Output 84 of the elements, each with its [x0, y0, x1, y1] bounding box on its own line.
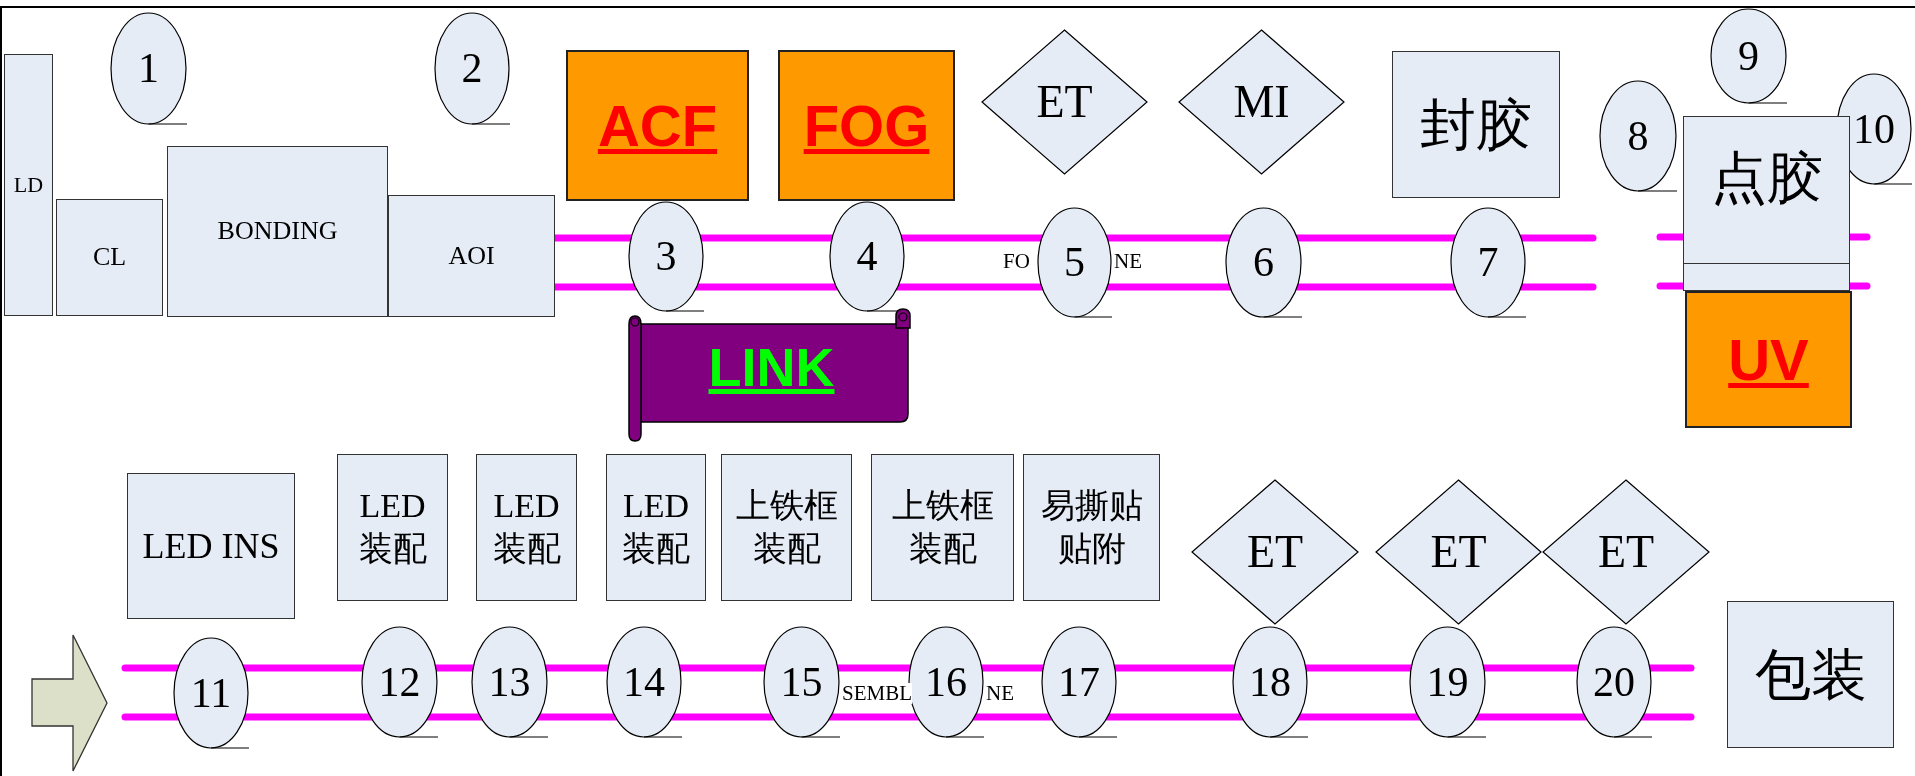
process-label: 点胶 — [1710, 146, 1823, 211]
decision-diamond — [1178, 29, 1345, 175]
line-name-fragment: SEMBL — [842, 683, 912, 704]
callout-circle — [110, 12, 187, 125]
callout-circle — [471, 626, 548, 738]
banner-label: LINK — [708, 338, 835, 398]
process-box — [1392, 51, 1560, 198]
decision-label: ET — [1246, 525, 1304, 580]
process-label: 上铁框装配 — [890, 486, 995, 569]
process-label: LED 装配 — [491, 486, 562, 569]
callout-circle — [606, 626, 682, 738]
process-box — [476, 454, 577, 601]
process-box — [56, 199, 163, 316]
callout-number: 15 — [780, 657, 823, 707]
decision-diamond — [1542, 479, 1710, 625]
decision-label: ET — [1597, 525, 1655, 580]
process-label: 上铁框装配 — [734, 486, 839, 569]
callout-number: 7 — [1477, 238, 1499, 288]
process-label: 封胶 — [1420, 92, 1532, 158]
callout-number: 10 — [1853, 104, 1895, 154]
process-label: LD — [13, 171, 44, 199]
process-label: CL — [92, 241, 127, 274]
callout-circle — [1037, 207, 1112, 318]
callout-number: 1 — [138, 44, 159, 94]
callout-number: 12 — [378, 657, 421, 707]
callout-circle — [1225, 207, 1302, 318]
callout-circle — [434, 12, 510, 125]
callout-circle — [173, 637, 249, 749]
callout-circle — [1710, 8, 1787, 104]
process-box — [721, 454, 852, 601]
callout-number: 11 — [190, 668, 232, 718]
callout-number: 14 — [623, 657, 665, 707]
decision-diamond — [981, 29, 1148, 175]
callout-number: 20 — [1593, 657, 1635, 707]
process-box — [127, 473, 295, 619]
callout-number: 9 — [1738, 31, 1759, 81]
decision-diamond — [1191, 479, 1359, 625]
callout-number: 18 — [1249, 657, 1291, 707]
decision-label: ET — [1430, 525, 1487, 580]
callout-number: 3 — [655, 232, 677, 282]
process-box — [871, 454, 1014, 601]
callout-number: 2 — [461, 44, 483, 94]
callout-number: 4 — [856, 232, 878, 282]
station-label: ACF — [597, 93, 718, 158]
process-label: BONDING — [217, 215, 338, 248]
process-box — [4, 54, 53, 316]
process-label: 易撕贴贴附 — [1039, 486, 1144, 569]
callout-circle — [1409, 626, 1486, 738]
callout-circle — [1599, 80, 1677, 192]
process-box — [167, 146, 388, 317]
callout-circle — [361, 626, 438, 738]
station-box — [1685, 291, 1852, 428]
decision-label: ET — [1036, 75, 1093, 130]
callout-circle — [1450, 207, 1526, 318]
decision-label: MI — [1233, 75, 1290, 130]
process-label: LED 装配 — [357, 486, 428, 569]
process-label: AOI — [448, 239, 495, 272]
callout-circle — [829, 201, 905, 312]
callout-circle — [628, 201, 704, 312]
callout-circle — [1576, 626, 1652, 738]
process-label: 包装 — [1754, 642, 1867, 708]
callout-number: 13 — [488, 657, 531, 707]
process-label: LED INS — [142, 524, 280, 568]
callout-number: 16 — [925, 657, 967, 707]
callout-number: 5 — [1064, 238, 1085, 288]
callout-number: 17 — [1058, 657, 1100, 707]
callout-number: 8 — [1627, 111, 1649, 161]
process-label: LED 装配 — [621, 486, 691, 569]
callout-number: 6 — [1253, 238, 1274, 288]
process-box — [1727, 601, 1894, 748]
callout-circle — [1041, 626, 1117, 738]
process-box — [1683, 116, 1850, 291]
callout-number: 19 — [1426, 657, 1469, 707]
decision-diamond — [1375, 479, 1542, 625]
callout-circle — [1232, 626, 1308, 738]
callout-circle — [763, 626, 840, 738]
process-box — [337, 454, 448, 601]
station-label: FOG — [803, 93, 930, 158]
process-box — [1023, 454, 1160, 601]
station-box — [566, 50, 749, 201]
process-box — [388, 195, 555, 317]
process-box — [606, 454, 706, 601]
station-box — [778, 50, 955, 201]
station-label: UV — [1728, 327, 1809, 392]
